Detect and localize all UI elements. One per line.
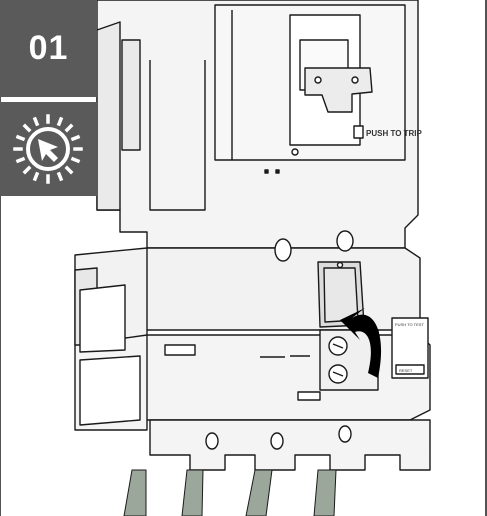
rotate-arrow xyxy=(340,308,382,378)
power-cables xyxy=(123,469,337,516)
module-test-label: PUSH TO TEST xyxy=(395,322,424,327)
screw-hole-right xyxy=(336,230,354,252)
action-badge xyxy=(0,102,97,196)
step-badge: 01 xyxy=(0,0,97,97)
terminal-block xyxy=(149,419,431,471)
left-side-rail xyxy=(96,21,121,211)
reset-label: RESET xyxy=(399,368,413,373)
reset-button xyxy=(395,364,425,375)
step-number: 01 xyxy=(28,29,69,67)
push-to-trip-button xyxy=(353,125,364,139)
push-to-trip-label: PUSH TO TRIP xyxy=(366,129,423,138)
test-module xyxy=(319,329,379,391)
press-button-icon xyxy=(13,114,83,184)
screw-hole-left xyxy=(274,238,292,262)
